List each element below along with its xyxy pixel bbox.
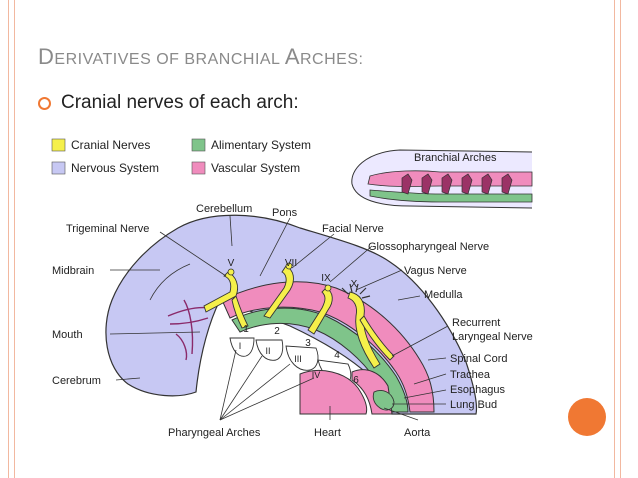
label-mouth: Mouth bbox=[52, 329, 83, 341]
pouch-label-iv: IV bbox=[312, 370, 321, 380]
label-spinal-cord: Spinal Cord bbox=[450, 353, 507, 365]
decorative-circle bbox=[568, 398, 606, 436]
legend-swatch-nervous-system bbox=[51, 161, 66, 175]
arch-number-4: 4 bbox=[334, 350, 340, 361]
cranial-nerves bbox=[203, 265, 395, 369]
legend-cranial-nerves: Cranial Nerves bbox=[71, 138, 150, 152]
arch-number-3: 3 bbox=[305, 338, 311, 349]
label-medulla: Medulla bbox=[424, 289, 463, 301]
leader-lines bbox=[109, 215, 449, 421]
label-glossopharyngeal-nerve: Glossopharyngeal Nerve bbox=[368, 241, 489, 253]
left-border-line-inner bbox=[14, 0, 15, 478]
title-end: RCHES: bbox=[300, 51, 364, 68]
label-cerebrum: Cerebrum bbox=[52, 375, 101, 387]
bullet-icon bbox=[38, 96, 51, 110]
nerve-label-vii: VII bbox=[285, 258, 297, 269]
label-pharyngeal-arches: Pharyngeal Arches bbox=[168, 427, 261, 439]
label-cerebellum: Cerebellum bbox=[196, 203, 252, 215]
label-heart: Heart bbox=[314, 427, 341, 439]
inset-embryo: Branchial Arches bbox=[351, 149, 533, 209]
legend-swatch-cranial-nerves bbox=[51, 138, 66, 152]
nerve-label-x: X bbox=[351, 279, 358, 290]
legend: Cranial Nerves Nervous System Alimentary… bbox=[51, 138, 311, 175]
label-laryngeal-nerve: Laryngeal Nerve bbox=[452, 331, 533, 343]
slide-title: DERIVATIVES OF BRANCHIAL ARCHES: bbox=[38, 44, 363, 70]
legend-swatch-vascular-system bbox=[191, 161, 206, 175]
label-aorta: Aorta bbox=[404, 427, 431, 439]
arch-number-1: 1 bbox=[243, 324, 249, 335]
label-branchial-arches: Branchial Arches bbox=[414, 152, 497, 164]
heart-region bbox=[299, 370, 368, 415]
diagram-labels: Cerebellum Pons Trigeminal Nerve Facial … bbox=[52, 203, 533, 439]
nerve-label-ix: IX bbox=[321, 273, 331, 284]
label-trachea: Trachea bbox=[450, 369, 491, 381]
right-border-line bbox=[614, 0, 615, 478]
pouch-label-i: I bbox=[239, 341, 242, 351]
nerve-label-v: V bbox=[228, 258, 235, 269]
left-border-line bbox=[8, 0, 9, 478]
legend-alimentary-system: Alimentary System bbox=[211, 138, 311, 152]
arch-number-6: 6 bbox=[353, 375, 359, 386]
pouch-label-iii: III bbox=[294, 354, 302, 364]
label-lung-bud: Lung Bud bbox=[450, 399, 497, 411]
pouch-label-ii: II bbox=[265, 346, 270, 356]
label-pons: Pons bbox=[272, 207, 298, 219]
title-initial: D bbox=[38, 44, 55, 69]
label-esophagus: Esophagus bbox=[450, 384, 506, 396]
label-recurrent: Recurrent bbox=[452, 317, 500, 329]
bullet-text: Cranial nerves of each arch: bbox=[61, 92, 299, 113]
label-facial-nerve: Facial Nerve bbox=[322, 223, 384, 235]
bullet-item: Cranial nerves of each arch: bbox=[38, 92, 299, 114]
title-part: ERIVATIVES OF BRANCHIAL bbox=[54, 51, 285, 68]
label-trigeminal-nerve: Trigeminal Nerve bbox=[66, 223, 149, 235]
title-initial-2: A bbox=[284, 44, 300, 69]
right-border-line-outer bbox=[620, 0, 621, 478]
legend-nervous-system: Nervous System bbox=[71, 161, 159, 175]
label-midbrain: Midbrain bbox=[52, 265, 94, 277]
arch-number-2: 2 bbox=[274, 326, 280, 337]
embryo-section: V VII IX X 1 2 3 4 6 I II III IV bbox=[105, 214, 478, 415]
label-vagus-nerve: Vagus Nerve bbox=[404, 265, 467, 277]
legend-vascular-system: Vascular System bbox=[211, 161, 300, 175]
legend-swatch-alimentary-system bbox=[191, 138, 206, 152]
